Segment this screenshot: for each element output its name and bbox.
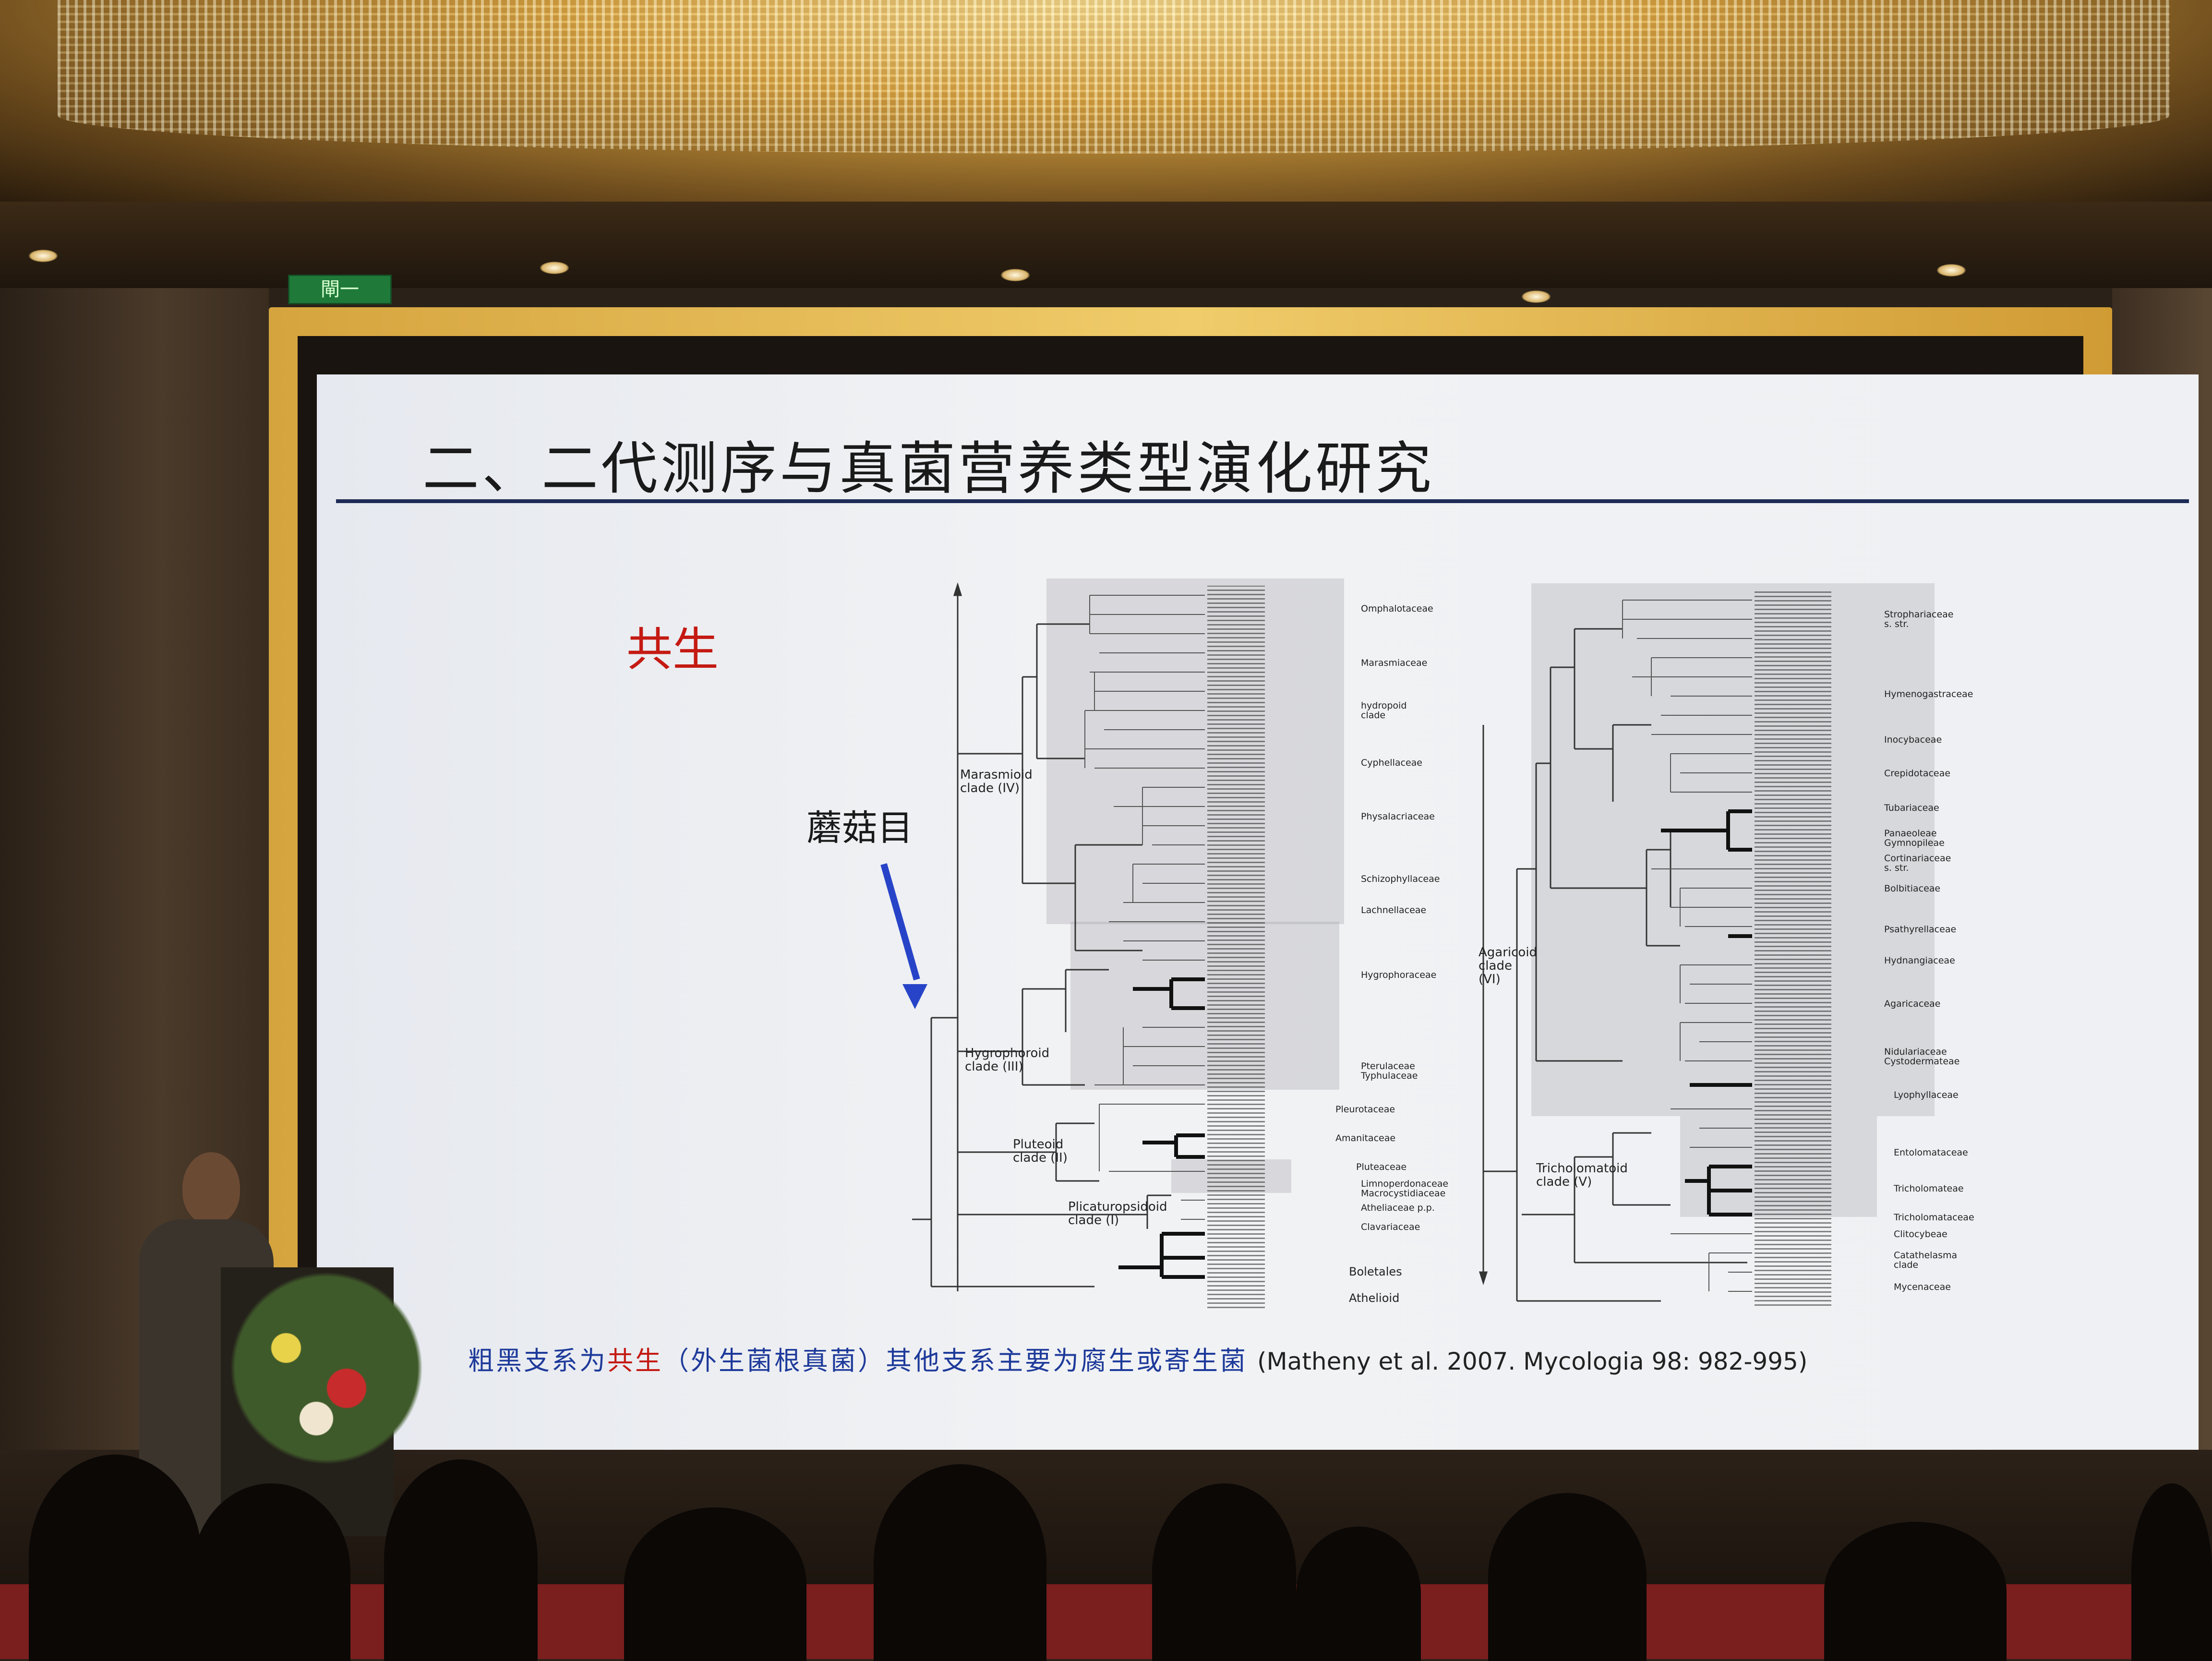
caption-part2: （外生菌根真菌）其他支系主要为腐生或寄生菌 <box>663 1346 1248 1376</box>
right-phylogenetic-tree: Agaricoid clade (VI) Tricholomatoid clad… <box>1479 581 1987 1311</box>
family-label: Omphalotaceae <box>1361 603 1433 614</box>
slide-caption: 粗黑支系为共生（外生菌根真菌）其他支系主要为腐生或寄生菌 (Matheny et … <box>468 1339 1807 1377</box>
left-phylogenetic-tree: Marasmioid clade (IV) Hygrophoroid clade… <box>893 576 1488 1315</box>
audience-head <box>874 1464 1046 1661</box>
family-label: Gymnopileae <box>1884 838 1945 848</box>
caption-reference: (Matheny et al. 2007. Mycologia 98: 982-… <box>1257 1348 1808 1375</box>
family-label: Tricholomataceae <box>1894 1212 1974 1223</box>
family-label: Amanitaceae <box>1335 1133 1396 1143</box>
family-label: Boletales <box>1349 1265 1402 1278</box>
family-label: Cystodermateae <box>1884 1056 1960 1067</box>
family-label: Lyophyllaceae <box>1894 1090 1959 1100</box>
slide-title: 二、二代测序与真菌营养类型演化研究 <box>422 435 1435 502</box>
ceiling-band <box>0 202 2212 288</box>
audience-head <box>624 1507 806 1661</box>
audience-head <box>384 1459 538 1661</box>
downlight <box>1522 290 1551 303</box>
family-label: Hygrophoraceae <box>1361 970 1437 980</box>
clade-label: Agaricoid clade (VI) <box>1479 945 1538 987</box>
family-label: Physalacriaceae <box>1361 811 1435 822</box>
family-label: Strophariaceae s. str. <box>1884 609 1954 629</box>
family-label: Agaricaceae <box>1884 999 1941 1009</box>
family-label: Cortinariaceae s. str. <box>1884 853 1951 873</box>
family-label: Tricholomateae <box>1894 1183 1964 1194</box>
title-rule <box>336 499 2189 503</box>
family-label: Crepidotaceae <box>1884 768 1950 779</box>
family-label: Mycenaceae <box>1894 1282 1951 1292</box>
downlight <box>540 262 569 274</box>
taxa-list <box>1207 586 1265 1308</box>
family-label: Lachnellaceae <box>1361 905 1427 915</box>
caption-part1: 粗黑支系为 <box>468 1346 607 1376</box>
tree-shade <box>1046 578 1344 924</box>
family-label: Pterulaceae <box>1361 1061 1415 1071</box>
family-label: hydropoid clade <box>1361 700 1407 721</box>
family-label: Macrocystidiaceae <box>1361 1188 1446 1199</box>
speaker-head <box>182 1152 240 1224</box>
clade-label: Marasmioid clade (IV) <box>960 768 1033 795</box>
audience-head <box>192 1483 350 1661</box>
family-label: Bolbitiaceae <box>1884 883 1941 894</box>
family-label: Panaeoleae <box>1884 828 1937 839</box>
agaricales-label: 蘑菇目 <box>806 807 913 849</box>
family-label: Inocybaceae <box>1884 734 1942 745</box>
family-label: Catathelasma clade <box>1894 1250 1958 1270</box>
family-label: Pleurotaceae <box>1335 1104 1395 1115</box>
family-label: Psathyrellaceae <box>1884 924 1957 935</box>
clade-label: Hygrophoroid clade (III) <box>965 1046 1050 1074</box>
audience-head <box>2131 1483 2212 1661</box>
family-label: Cyphellaceae <box>1361 758 1422 768</box>
audience-head <box>29 1455 202 1661</box>
caption-highlight: 共生 <box>607 1346 663 1376</box>
exit-sign: 閘一 <box>288 275 392 304</box>
family-label: Entolomataceae <box>1894 1147 1968 1158</box>
audience-head <box>1296 1527 1421 1661</box>
family-label: Hymenogastraceae <box>1884 689 1973 699</box>
downlight <box>29 250 58 262</box>
family-label: Typhulaceae <box>1361 1071 1418 1081</box>
clade-label: Pluteoid clade (II) <box>1013 1137 1068 1165</box>
tree-shade <box>1070 922 1339 1090</box>
downlight <box>1001 269 1030 281</box>
taxa-list <box>1755 590 1831 1306</box>
family-label: Tubariaceae <box>1884 803 1939 813</box>
tree-branches <box>1479 600 1752 1302</box>
family-label: Schizophyllaceae <box>1361 874 1440 884</box>
crystal-chandelier <box>58 0 2170 154</box>
family-label: Marasmiaceae <box>1361 658 1428 668</box>
pointer-arrow-head <box>902 984 927 1009</box>
family-label: Hydnangiaceae <box>1884 955 1955 966</box>
tree-branches <box>912 582 1205 1291</box>
family-label: Nidulariaceae <box>1884 1047 1947 1057</box>
audience-head <box>1152 1483 1296 1661</box>
family-label: Limnoperdonaceae <box>1361 1179 1449 1189</box>
audience-head <box>1824 1522 2007 1661</box>
family-label: Clitocybeae <box>1894 1229 1948 1240</box>
ceiling <box>0 0 2212 202</box>
downlight <box>1937 264 1966 277</box>
clade-label: Plicaturopsidoid clade (I) <box>1068 1200 1167 1228</box>
family-label: Pluteaceae <box>1356 1162 1407 1172</box>
symbiosis-label: 共生 <box>626 623 719 676</box>
family-label: Clavariaceae <box>1361 1222 1420 1232</box>
family-label: Athelioid <box>1349 1291 1400 1305</box>
family-label: Atheliaceae p.p. <box>1361 1203 1435 1213</box>
audience-head <box>1488 1493 1647 1661</box>
flower-arrangement <box>226 1267 427 1469</box>
clade-label: Tricholomatoid clade (V) <box>1536 1161 1628 1189</box>
